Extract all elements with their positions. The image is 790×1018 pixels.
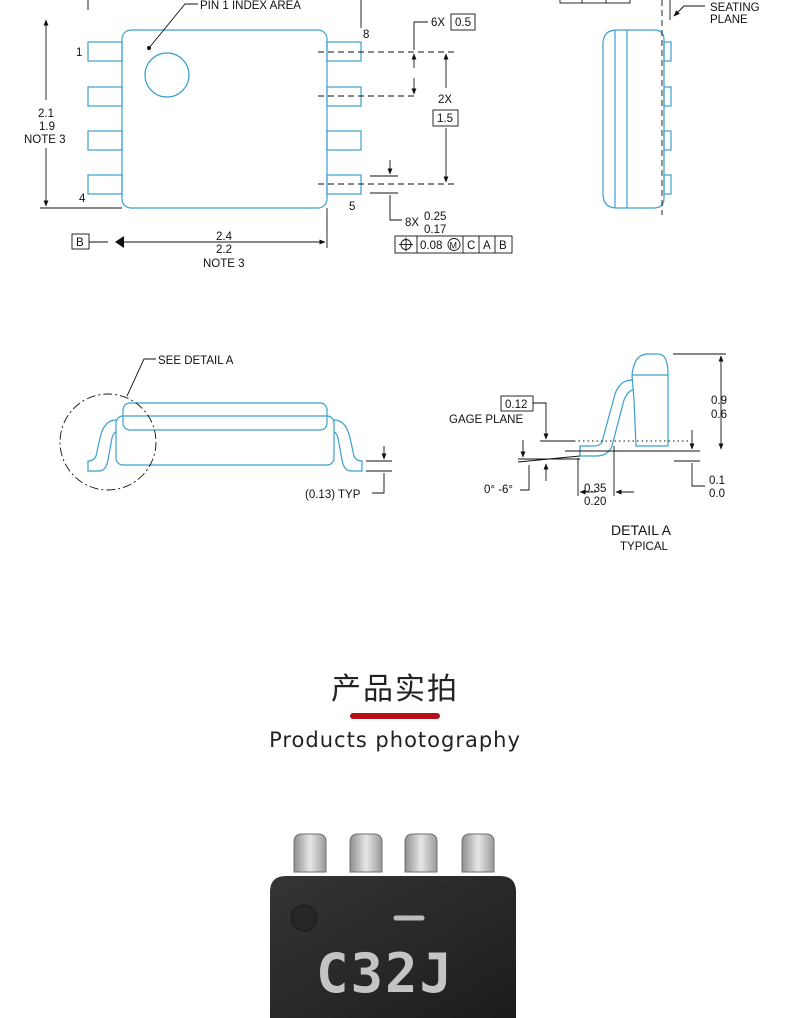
- datum-b-box: [71, 233, 90, 250]
- front-view: SEE DETAIL A (0.13) TYP: [59, 355, 392, 501]
- standoff-leader: [691, 463, 705, 487]
- lead-pin-3: [87, 130, 123, 151]
- span-count-label: 2X: [438, 94, 452, 106]
- see-detail-label: SEE DETAIL A: [158, 355, 234, 367]
- detail-lead-outer: [579, 379, 635, 457]
- seating-plane-label-1: SEATING: [710, 2, 760, 14]
- lead-pin-6: [326, 130, 362, 151]
- lead-pin-1: [87, 41, 123, 62]
- tolerance-value-label: 0.08: [420, 240, 442, 252]
- pitch-value-label: 0.5: [455, 17, 471, 29]
- mmc-modifier-icon: [447, 238, 461, 251]
- section-subtitle: Products photography: [269, 728, 521, 752]
- position-tolerance-frame: 0.08 M C A B: [394, 235, 513, 254]
- tolerance-datum-b-label: B: [499, 240, 507, 252]
- lead-pin-2: [87, 86, 123, 107]
- typ-thickness-label: (0.13) TYP: [305, 489, 361, 501]
- foot-min-label: 0.20: [584, 496, 606, 508]
- front-lead-left: [87, 419, 117, 472]
- gage-value-label: 0.12: [505, 399, 527, 411]
- pin-number-1: 1: [76, 47, 82, 59]
- pitch-leader: [413, 21, 428, 50]
- lead-pin-7: [326, 86, 362, 107]
- detail-subtitle: TYPICAL: [620, 541, 669, 553]
- side-body-outline: [602, 29, 665, 209]
- section-title-bar: [350, 713, 440, 719]
- mmc-modifier-letter: M: [450, 241, 458, 251]
- lead-width-leader: [389, 195, 402, 221]
- height-min-label: 1.9: [39, 121, 55, 133]
- pin1-index-label: PIN 1 INDEX AREA: [200, 0, 301, 12]
- width-max-label: 2.4: [216, 231, 233, 243]
- chip-pin1-dimple: [290, 904, 318, 932]
- product-photo: C32J: [270, 833, 516, 1018]
- pin-number-4: 4: [79, 193, 86, 205]
- detail-height-max-label: 0.9: [711, 395, 727, 407]
- detail-title: DETAIL A: [611, 522, 672, 538]
- width-note-label: NOTE 3: [203, 258, 245, 270]
- lead-pin-5: [326, 174, 362, 195]
- typ-leader: [372, 473, 385, 494]
- tolerance-datum-c-label: C: [467, 240, 475, 252]
- standoff-max-label: 0.1: [709, 475, 725, 487]
- lead-count-label: 8X: [405, 217, 419, 229]
- angle-range-label: 0° -6°: [484, 484, 513, 496]
- detail-a: 0.9 0.6 0.1 0.0 0.12 GAGE PLANE 0° -6° 0…: [449, 353, 727, 553]
- pitch-count-label: 6X: [431, 17, 445, 29]
- gage-value-box: [500, 395, 534, 412]
- top-view: 1 4 5 8 PIN 1 INDEX AREA 2.1 1.9 NOTE 3 …: [24, 0, 513, 270]
- side-lead-1: [663, 41, 672, 62]
- width-min-label: 2.2: [216, 244, 232, 256]
- chip-body: [270, 876, 516, 1018]
- pin-number-8: 8: [363, 29, 369, 41]
- span-value-label: 1.5: [437, 113, 453, 125]
- datum-b-label: B: [76, 237, 84, 249]
- lead-max-label: 0.25: [424, 211, 446, 223]
- front-lead-right: [333, 419, 363, 472]
- pitch-value-box: [450, 13, 476, 31]
- seating-plane-leader: [673, 5, 705, 17]
- section-title: 产品实拍: [331, 672, 459, 707]
- chip-leads: [293, 833, 495, 873]
- detail-a-callout-circle: [59, 393, 157, 491]
- chip-marking: C32J: [316, 942, 454, 1005]
- package-body-outline: [121, 29, 328, 209]
- standoff-min-label: 0.0: [709, 488, 725, 500]
- side-view: SEATING PLANE: [559, 0, 760, 215]
- lead-pin-4: [87, 174, 123, 195]
- gage-plane-label: GAGE PLANE: [449, 414, 523, 426]
- datum-frame-fragment: [559, 0, 631, 4]
- span-value-box: [432, 109, 459, 127]
- datum-b-triangle: [115, 236, 124, 248]
- pin1-leader: [148, 3, 198, 49]
- foot-max-label: 0.35: [584, 483, 606, 495]
- side-lead-3: [663, 130, 672, 151]
- detail-body-outline: [631, 353, 669, 447]
- pin-number-5: 5: [349, 201, 355, 213]
- see-detail-leader: [126, 358, 156, 397]
- front-body-lower: [115, 415, 335, 466]
- lead-min-label: 0.17: [424, 224, 446, 236]
- side-lead-4: [663, 174, 672, 195]
- package-drawing: 1 4 5 8 PIN 1 INDEX AREA 2.1 1.9 NOTE 3 …: [24, 0, 760, 553]
- tolerance-datum-a-label: A: [483, 240, 491, 252]
- seating-plane-label-2: PLANE: [710, 14, 748, 26]
- side-lead-2: [663, 86, 672, 107]
- pin1-index-circle: [144, 52, 190, 98]
- detail-height-min-label: 0.6: [711, 409, 727, 421]
- height-max-label: 2.1: [38, 108, 54, 120]
- height-note-label: NOTE 3: [24, 134, 66, 146]
- lead-pin-8: [326, 41, 362, 62]
